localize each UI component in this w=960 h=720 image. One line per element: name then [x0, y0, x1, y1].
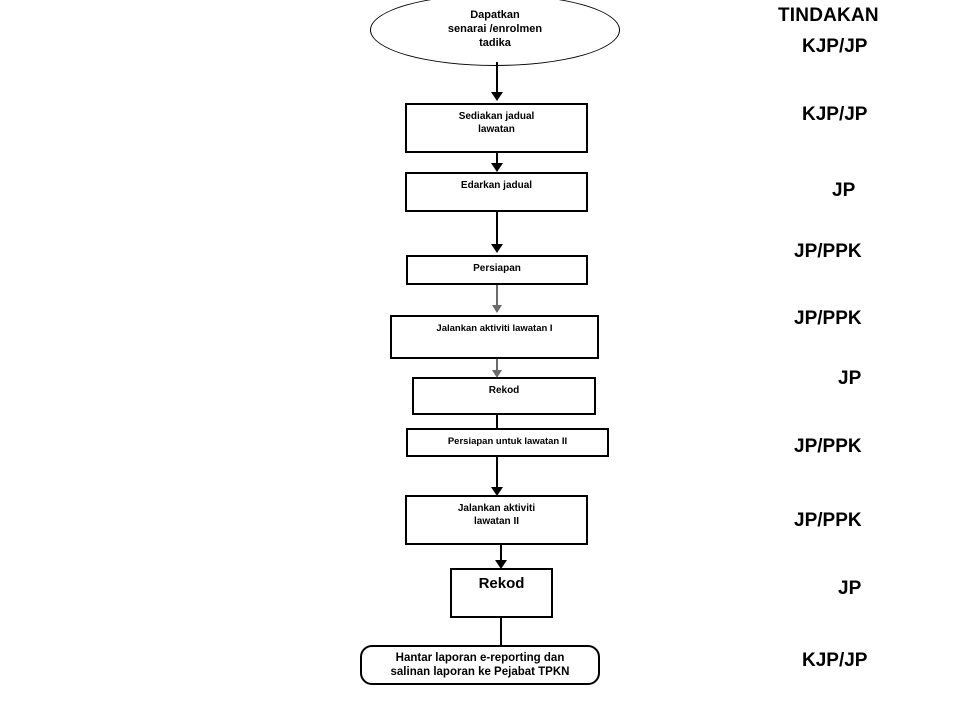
action-label-persiapan: JP/PPK: [794, 241, 862, 262]
flow-node-jalankan-aktiviti-lawatan-1-label: Jalankan aktiviti lawatan I: [436, 323, 553, 334]
flow-node-hantar-laporan-label: Hantar laporan e-reporting dan salinan l…: [390, 651, 570, 678]
action-label-sediakan-jadual: KJP/JP: [802, 104, 868, 125]
flow-node-start[interactable]: Dapatkan senarai /enrolmen tadika: [370, 0, 620, 66]
connector-edarkan-to-persiapan: [496, 212, 498, 248]
arrowhead-sediakan-to-edarkan: [491, 163, 503, 172]
flow-node-edarkan-jadual-label: Edarkan jadual: [460, 180, 533, 191]
action-label-edarkan-jadual: JP: [832, 180, 856, 201]
action-label-hantar-laporan: KJP/JP: [802, 650, 868, 671]
flow-node-persiapan-untuk-lawatan-2[interactable]: Persiapan untuk lawatan II: [406, 428, 609, 457]
arrowhead-edarkan-to-persiapan: [491, 244, 503, 253]
arrowhead-start-to-sediakan: [491, 92, 503, 101]
flow-node-persiapan-label: Persiapan: [473, 263, 521, 274]
connector-sediakan-to-edarkan: [496, 153, 498, 166]
connector-start-to-sediakan: [496, 62, 498, 94]
action-label-start: KJP/JP: [802, 36, 868, 57]
connector-rekod2-to-hantar: [500, 618, 502, 645]
flow-node-jalankan-aktiviti-lawatan-2-label: Jalankan aktiviti lawatan II: [457, 503, 536, 527]
connector-persiapan-to-lawatan1: [496, 285, 498, 309]
connector-lawatan2-to-rekod2: [500, 545, 502, 567]
flow-node-sediakan-jadual-label: Sediakan jadual lawatan: [458, 111, 535, 135]
flow-node-rekod-1[interactable]: Rekod: [412, 377, 596, 415]
action-label-rekod-2: JP: [838, 578, 862, 599]
flow-node-persiapan-untuk-lawatan-2-label: Persiapan untuk lawatan II: [447, 436, 568, 447]
flow-node-edarkan-jadual[interactable]: Edarkan jadual: [405, 172, 588, 212]
action-column-header: TINDAKAN: [778, 5, 879, 26]
arrowhead-persiapan-to-lawatan1: [492, 305, 502, 313]
action-label-rekod-1: JP: [838, 368, 862, 389]
flow-node-start-label: Dapatkan senarai /enrolmen tadika: [447, 9, 543, 49]
action-label-jalankan-aktiviti-lawatan-1: JP/PPK: [794, 308, 862, 329]
connector-lawatan1-to-rekod1: [496, 359, 498, 374]
action-label-jalankan-aktiviti-lawatan-2: JP/PPK: [794, 510, 862, 531]
flow-node-jalankan-aktiviti-lawatan-2[interactable]: Jalankan aktiviti lawatan II: [405, 495, 588, 545]
connector-rekod1-to-persiapan2: [496, 415, 498, 431]
action-label-persiapan-untuk-lawatan-2: JP/PPK: [794, 436, 862, 457]
flow-node-jalankan-aktiviti-lawatan-1[interactable]: Jalankan aktiviti lawatan I: [390, 315, 599, 359]
arrowhead-lawatan2-to-rekod2: [495, 560, 507, 569]
flow-node-rekod-1-label: Rekod: [488, 385, 520, 396]
flow-node-persiapan[interactable]: Persiapan: [406, 255, 588, 285]
flow-node-hantar-laporan[interactable]: Hantar laporan e-reporting dan salinan l…: [360, 645, 600, 685]
arrowhead-lawatan1-to-rekod1: [492, 370, 502, 378]
connector-persiapan2-to-lawatan2: [496, 457, 498, 491]
flow-node-rekod-2[interactable]: Rekod: [450, 568, 553, 618]
flow-node-sediakan-jadual[interactable]: Sediakan jadual lawatan: [405, 103, 588, 153]
flow-node-rekod-2-label: Rekod: [478, 575, 525, 592]
arrowhead-persiapan2-to-lawatan2: [491, 487, 503, 496]
